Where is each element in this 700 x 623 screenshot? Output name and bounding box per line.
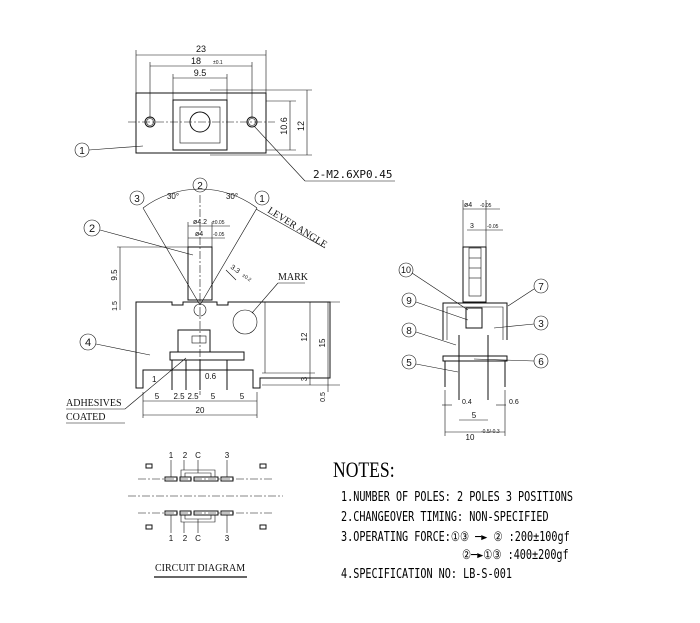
note-1: 1.NUMBER OF POLES: 2 POLES 3 POSITIONS — [341, 490, 573, 505]
dim-3-end: 3 — [470, 223, 474, 230]
side-view: 2 3 1 30° 30° LEVER ANGLE ø4.2 ±0.05 ø4 … — [66, 177, 340, 424]
position-2: 2 — [197, 181, 203, 192]
balloon-9: 9 — [406, 296, 412, 307]
balloon-3: 3 — [538, 319, 544, 330]
dim-3: 3 — [300, 376, 309, 381]
balloon-8: 8 — [406, 326, 412, 337]
note-3-continued: ②─►①③ :400±200gf — [462, 548, 569, 563]
dim-dia-4-end-tol: -0.05 — [480, 203, 492, 209]
pin-label-1: 1 — [169, 451, 174, 460]
dim-dia-4-end: ø4 — [464, 202, 472, 209]
dim-10-6: 10.6 — [279, 117, 289, 135]
dim-dia-4: ø4 — [195, 231, 203, 238]
dim-pitch: 5 — [240, 392, 245, 401]
dim-5-end: 5 — [472, 411, 477, 420]
pin-label-1: 1 — [169, 534, 174, 543]
dim-20: 20 — [196, 406, 205, 415]
balloon-5: 5 — [406, 358, 412, 369]
note-4: 4.SPECIFICATION NO: LB-S-001 — [341, 567, 512, 582]
lever-angle-label: LEVER ANGLE — [265, 205, 329, 250]
dim-0-4: 0.4 — [462, 399, 472, 406]
screw-callout: 2-M2.6XP0.45 — [313, 168, 392, 181]
circuit-diagram-title: CIRCUIT DIAGRAM — [155, 563, 245, 574]
balloon-6: 6 — [538, 357, 544, 368]
circuit-diagram: 1 2 C 3 1 2 C 3 CIRCUIT DIAGRAM — [128, 451, 283, 578]
dim-dia-4-2-tol: ±0.05 — [212, 220, 225, 226]
angle-right: 30° — [226, 192, 238, 201]
balloon-2: 2 — [89, 223, 95, 235]
dim-pitch: 2.5 — [173, 392, 185, 401]
dim-3-3: 3.3 — [229, 264, 241, 275]
mark-label: MARK — [278, 272, 309, 283]
dim-dia-4-2: ø4.2 — [193, 219, 207, 226]
dim-0-6-end: 0.6 — [509, 399, 519, 406]
pin-label-c: C — [195, 534, 201, 543]
balloon-10: 10 — [401, 265, 411, 275]
dim-10: 10 — [466, 433, 475, 442]
note-2: 2.CHANGEOVER TIMING: NON-SPECIFIED — [341, 510, 549, 525]
adhesives-label: ADHESIVES — [66, 398, 122, 409]
note-3: 3.OPERATING FORCE:①③ ─► ② :200±100gf — [341, 530, 570, 545]
dim-15: 15 — [318, 338, 327, 347]
dim-pitch: 2.5 — [187, 392, 199, 401]
dim-9-5-side: 9.5 — [110, 269, 119, 281]
pin-label-2: 2 — [183, 534, 188, 543]
notes-title: NOTES: — [333, 457, 395, 482]
pin-label-c: C — [195, 451, 201, 460]
pin-label-3: 3 — [225, 534, 230, 543]
lever — [187, 246, 213, 301]
pin-label-3: 3 — [225, 451, 230, 460]
dim-pitch: 5 — [211, 392, 216, 401]
position-1: 1 — [259, 194, 265, 205]
dim-0-5: 0.5 — [320, 392, 327, 402]
dim-23: 23 — [196, 44, 206, 54]
position-3: 3 — [134, 194, 140, 205]
dim-pitch: 5 — [155, 392, 160, 401]
balloon-4: 4 — [85, 337, 91, 349]
dim-18-tol: ±0.1 — [213, 60, 223, 66]
pin-label-2: 2 — [183, 451, 188, 460]
dim-12: 12 — [296, 121, 306, 131]
dim-dia-4-tol: -0.05 — [213, 232, 225, 238]
end-view: ø4 -0.05 3 -0.05 0.4 0.6 5 10 -0.5/-0.3 … — [398, 200, 549, 442]
dim-12-side: 12 — [300, 332, 309, 341]
frame — [442, 302, 508, 340]
mark-circle — [232, 309, 258, 335]
coated-label: COATED — [66, 412, 105, 423]
dim-18: 18 — [191, 56, 201, 66]
dim-1-5: 1.5 — [112, 301, 119, 311]
balloon-1: 1 — [79, 146, 85, 157]
top-view: 23 18 ±0.1 9.5 10.6 12 1 2-M2.6XP0.45 — [74, 44, 395, 182]
dim-9-5: 9.5 — [194, 68, 207, 78]
angle-left: 30° — [167, 192, 179, 201]
dim-3-end-tol: -0.05 — [487, 224, 499, 230]
dim-3-3-tol: ±0.2 — [241, 273, 253, 284]
dim-10-tol: -0.5/-0.3 — [481, 429, 500, 435]
dim-pin-1: 1 — [152, 375, 157, 384]
dim-pin-0-6: 0.6 — [205, 372, 217, 381]
balloon-7: 7 — [538, 282, 544, 293]
